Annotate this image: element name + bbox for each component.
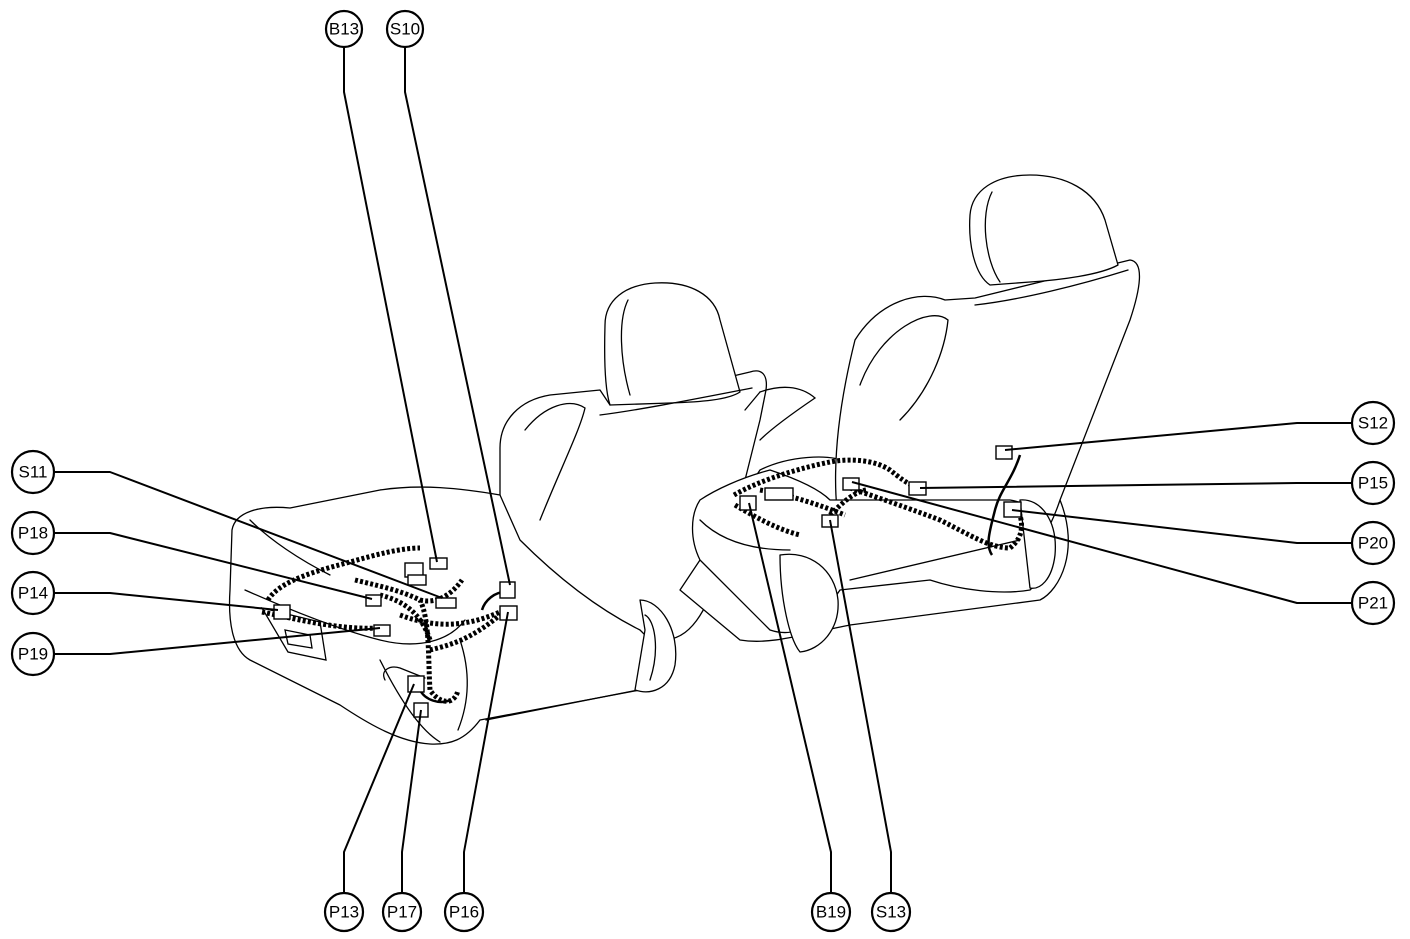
callout-b13-label: B13 (329, 20, 359, 39)
leader-s10 (404, 47, 511, 586)
leader-b13 (343, 47, 438, 563)
callout-s13-label: S13 (876, 903, 906, 922)
callouts: B13 S10 S11 P18 P14 P19 P13 P17 (10, 9, 1396, 933)
callout-p18-label: P18 (18, 524, 48, 543)
leader-lines (55, 47, 1352, 893)
leader-p18 (55, 532, 373, 600)
callout-p18: P18 (10, 510, 56, 556)
callout-s12-label: S12 (1358, 414, 1388, 433)
connector-p18 (365, 594, 382, 607)
callout-p15: P15 (1350, 460, 1396, 506)
callout-p17-label: P17 (387, 903, 417, 922)
connector-p19 (373, 624, 391, 637)
callout-p16: P16 (443, 891, 485, 933)
callout-p19-label: P19 (18, 645, 48, 664)
leader-p20 (1011, 509, 1352, 544)
callout-p20: P20 (1350, 520, 1396, 566)
right-headrest (969, 174, 1119, 286)
leader-p16 (463, 611, 509, 893)
connector-p14 (273, 604, 291, 620)
leader-s11 (55, 471, 443, 599)
callout-p15-label: P15 (1358, 474, 1388, 493)
callout-p19: P19 (10, 631, 56, 677)
callout-b19: B19 (810, 891, 852, 933)
connector-s10 (499, 581, 516, 599)
leader-p19 (55, 627, 381, 655)
leader-p17 (401, 709, 422, 893)
callout-b13: B13 (324, 9, 364, 49)
left-headrest (604, 282, 741, 406)
connector-p13 (407, 675, 425, 693)
right-seat-harness (732, 457, 914, 498)
callout-p16-label: P16 (449, 903, 479, 922)
leader-p15 (919, 482, 1352, 489)
connector-b13 (429, 557, 448, 570)
callout-p14-label: P14 (18, 584, 48, 603)
leader-p21 (851, 481, 1352, 604)
connector-b19 (739, 495, 757, 511)
callout-p13: P13 (323, 891, 365, 933)
leader-p14 (55, 592, 279, 611)
callout-s11-label: S11 (19, 463, 48, 482)
leader-b19 (748, 502, 832, 893)
connector-s12 (995, 445, 1013, 460)
callout-p17: P17 (381, 891, 423, 933)
callout-p13-label: P13 (329, 903, 359, 922)
callout-p21: P21 (1350, 580, 1396, 626)
left-seat (228, 282, 768, 745)
callout-b19-label: B19 (816, 903, 846, 922)
callout-p21-label: P21 (1358, 594, 1388, 613)
leader-s12 (1004, 422, 1352, 451)
callout-s10: S10 (385, 9, 425, 49)
right-seat (679, 174, 1141, 653)
callout-s10-label: S10 (390, 20, 420, 39)
callout-s13: S13 (870, 891, 912, 933)
leader-p13 (343, 683, 415, 893)
callout-p20-label: P20 (1358, 534, 1388, 553)
left-seat-harness (265, 545, 421, 602)
callout-p14: P14 (10, 570, 56, 616)
callout-s12: S12 (1350, 400, 1396, 446)
callout-s11: S11 (10, 449, 56, 495)
leader-s13 (829, 519, 892, 893)
